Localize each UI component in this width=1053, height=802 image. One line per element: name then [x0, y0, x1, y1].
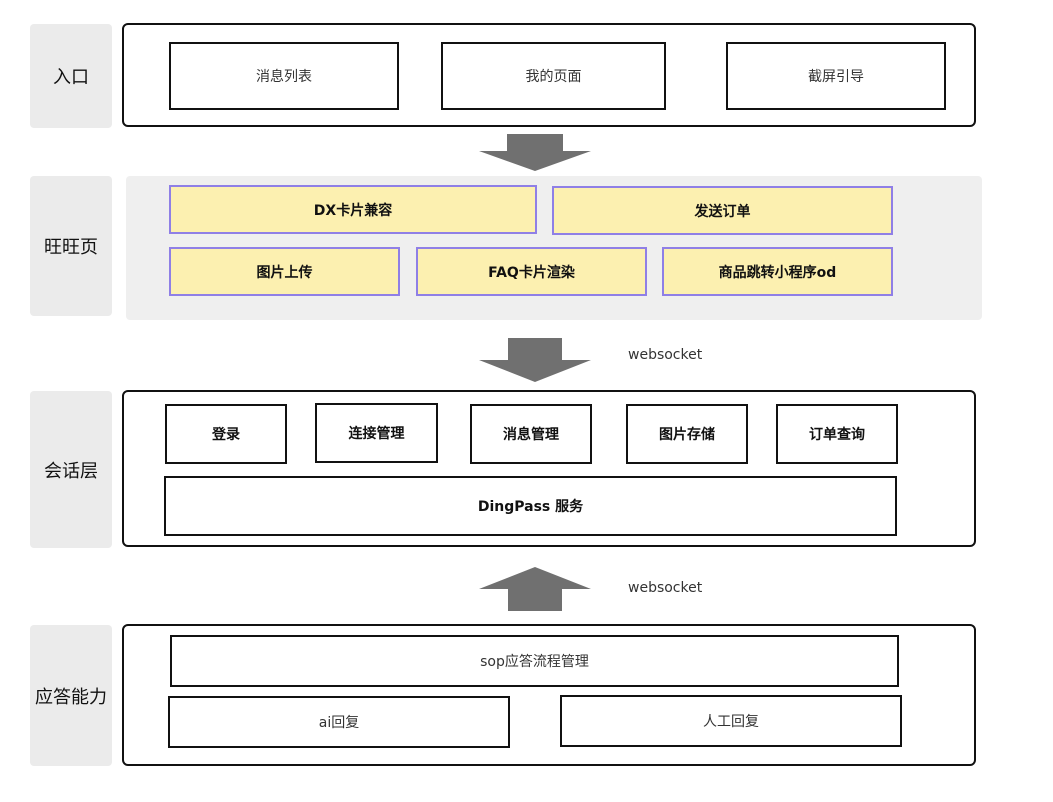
feature-dx-card-compat: DX卡片兼容 — [169, 185, 537, 234]
entry-item-screenshot-guide: 截屏引导 — [726, 42, 946, 110]
feature-faq-card-render: FAQ卡片渲染 — [416, 247, 647, 296]
layer-label-response: 应答能力 — [30, 625, 112, 766]
arrow-label-websocket-down: websocket — [628, 347, 703, 363]
ai-reply: ai回复 — [168, 696, 510, 748]
layer-label-wangwang: 旺旺页 — [30, 176, 112, 316]
up-arrow-icon — [479, 567, 591, 611]
feature-product-jump-miniprogram: 商品跳转小程序od — [662, 247, 893, 296]
layer-label-entry: 入口 — [30, 24, 112, 128]
sop-flow-management: sop应答流程管理 — [170, 635, 899, 687]
dingpass-service: DingPass 服务 — [164, 476, 897, 536]
module-image-storage: 图片存储 — [626, 404, 748, 464]
human-reply: 人工回复 — [560, 695, 902, 747]
down-arrow-icon — [479, 338, 591, 382]
down-arrow-icon — [479, 134, 591, 171]
feature-send-order: 发送订单 — [552, 186, 893, 235]
module-connection-management: 连接管理 — [315, 403, 438, 463]
layer-label-session: 会话层 — [30, 391, 112, 548]
feature-image-upload: 图片上传 — [169, 247, 400, 296]
entry-item-message-list: 消息列表 — [169, 42, 399, 110]
module-order-query: 订单查询 — [776, 404, 898, 464]
arrow-label-websocket-up: websocket — [628, 580, 703, 596]
entry-item-my-page: 我的页面 — [441, 42, 666, 110]
module-login: 登录 — [165, 404, 287, 464]
module-message-management: 消息管理 — [470, 404, 592, 464]
